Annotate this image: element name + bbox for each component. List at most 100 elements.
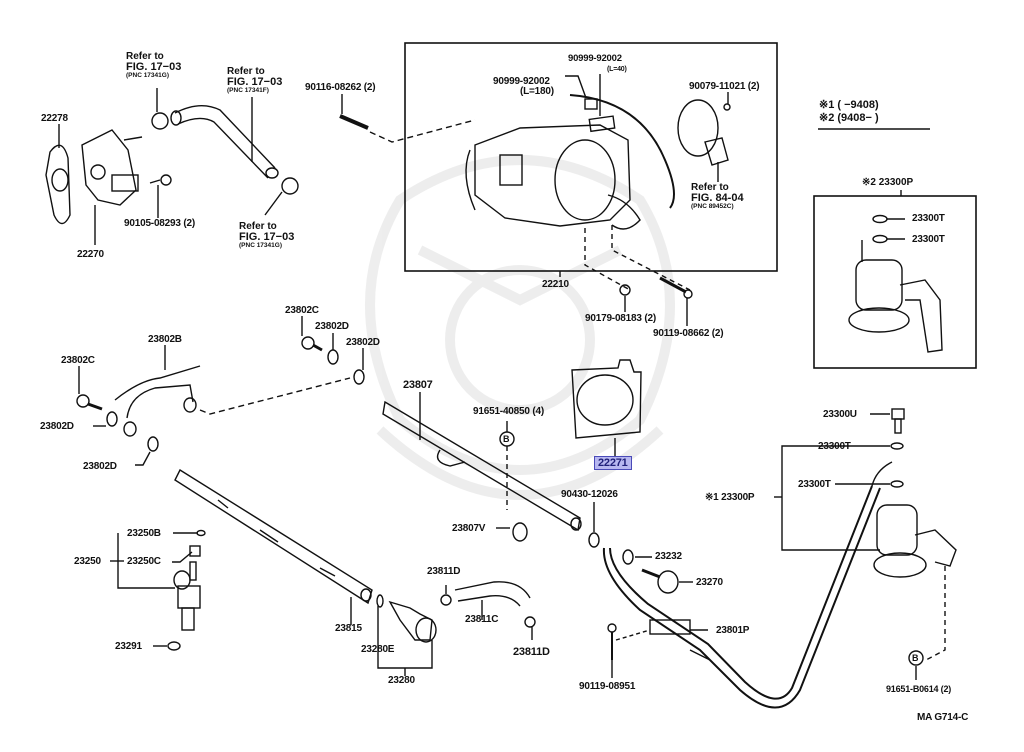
gasket-22271[interactable] — [571, 359, 642, 439]
fuel-filter-inset-box — [813, 195, 977, 369]
bolt-marker-letter: B — [503, 434, 510, 444]
part-label[interactable]: 90999-92002 — [568, 53, 622, 64]
part-label[interactable]: 90105-08293 (2) — [124, 218, 195, 229]
refer-to-fig-17-03-clamp-b[interactable]: Refer to FIG. 17−03 (PNC 17341G) — [239, 221, 295, 250]
fuel-delivery-rail-23807[interactable] — [382, 400, 582, 532]
part-label[interactable]: 91651-40850 (4) — [473, 406, 544, 417]
part-label[interactable]: 23300T — [912, 234, 945, 245]
part-label[interactable]: 23807 — [403, 379, 433, 391]
part-label[interactable]: 23232 — [655, 551, 682, 562]
refer-to-fig-17-03-hose[interactable]: Refer to FIG. 17−03 (PNC 17341F) — [227, 66, 283, 95]
gasket-22278[interactable] — [45, 144, 71, 225]
part-label[interactable]: 23802D — [40, 421, 74, 432]
part-label: (L=180) — [520, 86, 554, 97]
fuel-pipe-23802B[interactable] — [114, 365, 201, 437]
highlighted-part-label-22271[interactable]: 22271 — [594, 456, 632, 470]
part-label[interactable]: ※1 23300P — [705, 492, 755, 503]
throttle-position-sensor[interactable] — [677, 99, 729, 166]
clip-23811D[interactable] — [524, 616, 536, 628]
part-label[interactable]: 23280 — [388, 675, 415, 686]
part-label[interactable]: 90116-08262 (2) — [305, 82, 376, 93]
fuel-filter-23300P[interactable] — [873, 504, 957, 578]
part-label[interactable]: 90119-08951 — [579, 681, 636, 692]
gasket-23300T[interactable] — [890, 480, 904, 488]
part-label[interactable]: 23802C — [285, 305, 319, 316]
part-label[interactable]: 23300U — [823, 409, 857, 420]
union-bolt-23300U[interactable] — [891, 408, 905, 434]
refer-to-fig-84-04[interactable]: Refer to FIG. 84-04 (PNC 89452C) — [691, 182, 744, 211]
production-note-2: ※2 (9408− ) — [819, 112, 879, 124]
part-label[interactable]: 23811C — [465, 614, 499, 625]
part-label[interactable]: 23802D — [346, 337, 380, 348]
gasket-90430-12026[interactable] — [588, 532, 600, 548]
bolt-90105[interactable] — [149, 174, 172, 186]
gasket-23802D[interactable] — [106, 411, 118, 427]
bolt-marker-b — [908, 650, 924, 666]
gasket-23802D[interactable] — [147, 436, 159, 452]
nut-90179[interactable] — [619, 284, 631, 296]
part-label[interactable]: 23811D — [513, 646, 550, 658]
part-label[interactable]: 90430-12026 — [561, 489, 618, 500]
hose-clamp[interactable] — [151, 112, 169, 130]
fuel-pipe-23801P[interactable] — [602, 461, 893, 709]
valve-22270[interactable] — [81, 129, 143, 206]
part-label[interactable]: 23801P — [716, 625, 750, 636]
gasket-23300T[interactable] — [890, 442, 904, 450]
part-label[interactable]: 22210 — [542, 279, 569, 290]
part-label[interactable]: 23280E — [361, 644, 395, 655]
gasket-23802D[interactable] — [327, 349, 339, 365]
part-label[interactable]: 23250 — [74, 556, 101, 567]
part-label[interactable]: 23300T — [912, 213, 945, 224]
refer-to-fig-17-03-clamp-a[interactable]: Refer to FIG. 17−03 (PNC 17341G) — [126, 51, 182, 80]
gasket-23232[interactable] — [622, 549, 634, 565]
bolt-90119-08951[interactable] — [607, 623, 617, 660]
part-label[interactable]: 23802C — [61, 355, 95, 366]
pulsation-damper-23270[interactable] — [641, 568, 679, 594]
fuel-injector-23250[interactable] — [173, 561, 201, 631]
part-label[interactable]: 90179-08183 (2) — [585, 313, 656, 324]
part-label[interactable]: 23802D — [315, 321, 349, 332]
part-label[interactable]: 22278 — [41, 113, 68, 124]
part-label[interactable]: 23300T — [818, 441, 851, 452]
fuel-delivery-rail-23815[interactable] — [174, 468, 373, 605]
part-label: (L=40) — [607, 66, 627, 73]
part-label[interactable]: 91651-B0614 (2) — [886, 684, 952, 694]
fuel-filter-23300P-inset[interactable] — [848, 214, 943, 353]
bolt-marker-letter: B — [912, 653, 919, 663]
part-label[interactable]: 23270 — [696, 577, 723, 588]
part-label[interactable]: 23250C — [127, 556, 161, 567]
pressure-regulator-23280[interactable] — [388, 600, 437, 643]
water-hose[interactable] — [170, 105, 279, 179]
union-bolt-23802C[interactable] — [301, 336, 323, 352]
part-label[interactable]: 23802D — [83, 461, 117, 472]
hose-clamp[interactable] — [281, 177, 299, 195]
stud-90116[interactable] — [339, 114, 369, 130]
part-label[interactable]: 23807V — [452, 523, 486, 534]
part-label[interactable]: 23300T — [798, 479, 831, 490]
part-label[interactable]: 90999-92002 — [493, 76, 550, 87]
throttle-body-group-box — [404, 42, 778, 272]
part-label[interactable]: 22270 — [77, 249, 104, 260]
emblem-watermark — [365, 155, 675, 500]
throttle-body-22210[interactable] — [465, 124, 641, 230]
insulator-23807V[interactable] — [512, 522, 528, 542]
part-label[interactable]: 23291 — [115, 641, 142, 652]
part-label[interactable]: 23811D — [427, 566, 461, 577]
o-ring-23280E[interactable] — [376, 594, 384, 608]
hose-90999-92002-short[interactable] — [588, 115, 616, 133]
part-label[interactable]: 90079-11021 (2) — [689, 81, 760, 92]
union-bolt-23802C[interactable] — [76, 394, 103, 411]
hose-90999-92002-long[interactable] — [584, 98, 598, 110]
part-label[interactable]: 23802B — [148, 334, 182, 345]
clip-23811D[interactable] — [440, 594, 452, 606]
gasket-23802D[interactable] — [353, 369, 365, 385]
figure-code: MA G714-C — [917, 712, 969, 723]
part-label[interactable]: 23815 — [335, 623, 362, 634]
part-label[interactable]: 90119-08662 (2) — [653, 328, 724, 339]
injector-23250C-cushion[interactable] — [189, 545, 201, 557]
hose-23811C[interactable] — [454, 581, 531, 607]
bolt-90119-08662[interactable] — [659, 276, 693, 299]
insulator-23291[interactable] — [167, 641, 181, 651]
part-label[interactable]: 23250B — [127, 528, 161, 539]
